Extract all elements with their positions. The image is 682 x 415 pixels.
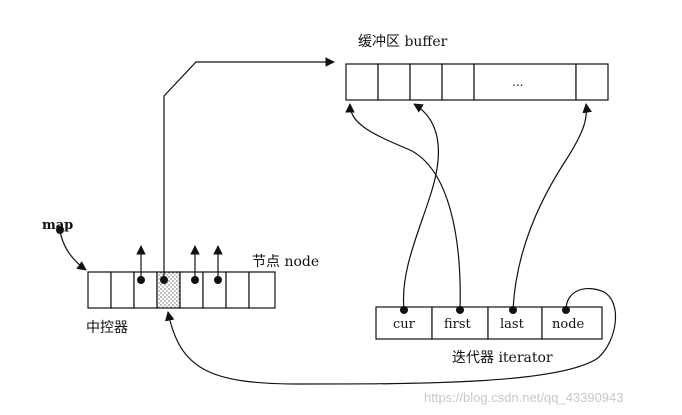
map-cell: [248, 271, 276, 309]
iterator-label: 迭代器 iterator: [452, 350, 553, 366]
controller-label: 中控器: [86, 320, 128, 336]
node-to-buffer-arrow: [163, 57, 335, 280]
iterator-first-label: first: [444, 317, 472, 332]
buffer-array: [345, 63, 609, 101]
node-label: 节点 node: [252, 254, 319, 270]
iterator-cur-label: cur: [393, 317, 416, 332]
node-to-buffer-dot: [160, 276, 168, 284]
buffer-label: 缓冲区 buffer: [358, 34, 448, 50]
map-pointer-dot: [56, 226, 64, 234]
node-pointer-dot: [137, 276, 145, 284]
iterator-box: [375, 306, 603, 340]
first-pointer-arrow: [345, 103, 461, 311]
buffer-ellipsis-cell: [473, 63, 577, 101]
watermark-text: https://blog.csdn.net/qq_43390943: [424, 390, 624, 405]
last-pointer-dot: [509, 306, 517, 314]
map-label: map: [42, 218, 73, 233]
map-cell: [202, 271, 227, 309]
buffer-cell: [377, 63, 411, 101]
cur-pointer-arrow: [402, 103, 440, 311]
cur-pointer-dot: [400, 306, 408, 314]
iterator-field-node: [541, 306, 603, 340]
node-pointer-dot: [191, 276, 199, 284]
buffer-cell: [345, 63, 379, 101]
map-cell-current: [156, 271, 181, 309]
node-pointer-dot: [214, 276, 222, 284]
map-cell: [110, 271, 135, 309]
node-pointer-back-arrow: [165, 288, 617, 385]
last-pointer-arrow: [512, 103, 592, 311]
map-cell: [179, 271, 204, 309]
map-cell: [87, 271, 112, 309]
map-cell: [225, 271, 250, 309]
map-pointer-arrow: [59, 229, 87, 271]
map-array: [87, 271, 276, 309]
iterator-last-label: last: [500, 317, 525, 332]
buffer-cell: [575, 63, 609, 101]
buffer-ellipsis: ...: [512, 75, 523, 89]
buffer-cell: [441, 63, 475, 101]
buffer-cell: [409, 63, 443, 101]
node-pointer-back-dot: [562, 306, 570, 314]
first-pointer-dot: [456, 306, 464, 314]
iterator-node-label: node: [552, 317, 585, 332]
node-pointers: [136, 245, 223, 284]
map-cell: [133, 271, 158, 309]
